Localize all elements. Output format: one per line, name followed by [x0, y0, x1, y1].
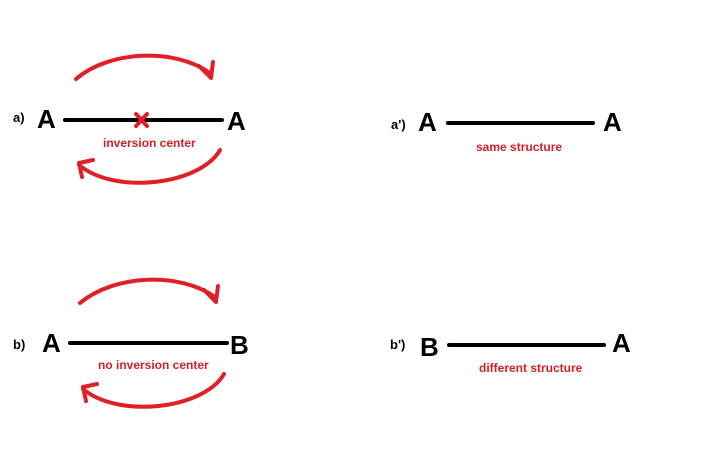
panel-a-top-arrow [74, 53, 212, 81]
panel-b-bottom-arrow [81, 372, 226, 409]
panel-a-prime-left-atom: A [418, 107, 437, 137]
panel-a-prime-caption: same structure [476, 140, 563, 154]
panel-a-prime-right-atom: A [603, 107, 622, 137]
panel-a-right-atom: A [227, 106, 246, 136]
panel-b-caption: no inversion center [98, 358, 209, 372]
panel-a-bottom-arrow [77, 148, 222, 185]
panel-b-label: b) [13, 337, 26, 352]
panel-a-prime-label: a') [391, 117, 406, 132]
panel-a-graphics [63, 53, 224, 185]
panel-a-label: a) [13, 110, 25, 125]
panel-a-bottom-arrowhead [77, 158, 95, 179]
panel-b-graphics [68, 277, 229, 409]
panel-a-left-atom: A [37, 104, 56, 134]
panel-b-prime-caption: different structure [479, 361, 583, 375]
panel-b-prime-right-atom: A [612, 328, 631, 358]
panel-b-bottom-arrowhead [81, 382, 99, 403]
panel-b-right-atom: B [230, 330, 249, 360]
cross-icon [134, 112, 149, 128]
panel-a-caption: inversion center [103, 136, 196, 150]
panel-a-top-arrowhead [197, 60, 215, 80]
panel-b-prime-left-atom: B [420, 332, 439, 362]
panel-b-left-atom: A [42, 328, 61, 358]
panel-b-top-arrowhead [202, 284, 220, 304]
panel-b-prime-label: b') [390, 337, 406, 352]
panel-b-top-arrow [78, 277, 217, 305]
